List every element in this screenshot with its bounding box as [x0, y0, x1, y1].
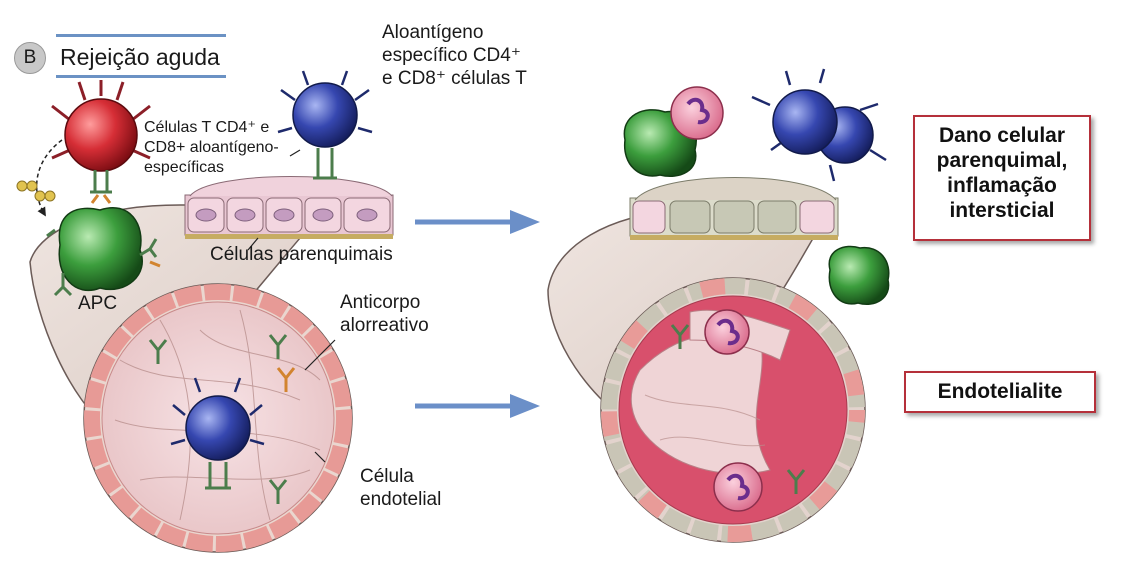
neutrophil-lumen-top — [704, 309, 750, 355]
label-tcells-line3: específicas — [144, 159, 225, 176]
outcome-parenchymal-damage: Dano celular parenquimal, inflamação int… — [913, 115, 1091, 241]
outcome-parenchymal-damage-line4: intersticial — [949, 199, 1055, 222]
label-alloantigen-line2: específico CD4⁺ — [382, 45, 521, 66]
parenchymal-cells-damaged — [629, 177, 839, 240]
label-alloantigen-line3: e CD8⁺ células T — [382, 68, 527, 89]
progression-arrows — [415, 210, 540, 418]
panel-badge: B — [14, 42, 46, 74]
label-tcells-line2: CD8+ aloantígeno- — [144, 139, 279, 156]
label-endothelial-line1: Célula — [360, 466, 414, 487]
cd8-t-cell-lumen — [170, 377, 265, 490]
label-antibody-line1: Anticorpo — [340, 292, 421, 313]
outcome-endothelialitis: Endotelialite — [904, 371, 1096, 413]
cd4-t-cell — [51, 80, 151, 204]
cd8-t-cells-right — [751, 68, 887, 182]
label-parenchymal-cells: Células parenquimais — [210, 244, 393, 265]
cd8-t-cell-top — [277, 70, 373, 180]
outcome-parenchymal-damage-line2: parenquimal, — [936, 149, 1068, 172]
label-alloantigen-line1: Aloantígeno — [382, 22, 484, 43]
parenchymal-cells-left — [184, 176, 394, 239]
label-endothelial-line2: endotelial — [360, 489, 442, 510]
label-antibody-line2: alorreativo — [340, 315, 429, 336]
apc-cell — [46, 207, 161, 297]
label-apc: APC — [78, 293, 118, 314]
neutrophil-top — [670, 86, 724, 140]
outcome-parenchymal-damage-line1: Dano celular — [938, 124, 1066, 147]
label-tcells-line1: Células T CD4⁺ e — [144, 119, 270, 136]
panel-title-text: Rejeição aguda — [56, 34, 226, 78]
neutrophil-lumen-bottom — [713, 462, 763, 512]
outcome-parenchymal-damage-line3: inflamação — [947, 174, 1057, 197]
apc-right-floating — [828, 245, 890, 305]
right-vessel — [547, 209, 866, 543]
